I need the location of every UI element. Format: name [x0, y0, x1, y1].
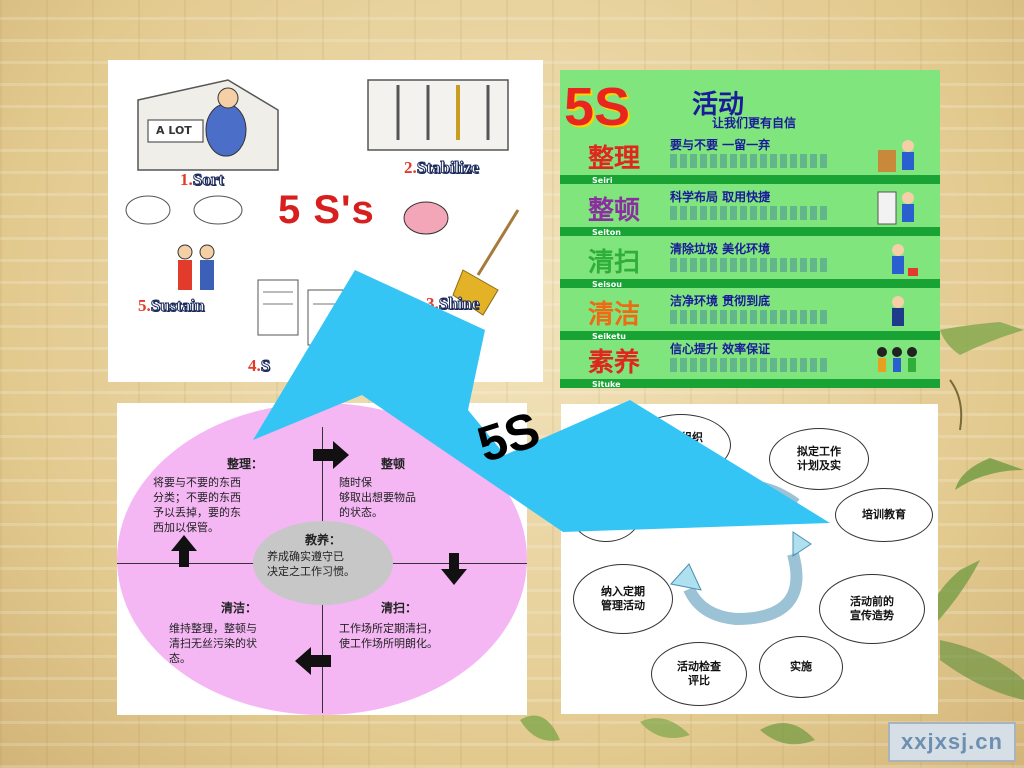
- sign-text: A LOT: [156, 124, 192, 137]
- label-4: 4.S: [248, 356, 271, 376]
- clean-text: 维持整理，整顿与清扫无丝污染的状 态。: [169, 622, 257, 665]
- arrow-left-icon: [295, 647, 331, 675]
- row-desc: 洁净环境 贯彻到底: [670, 294, 771, 308]
- row-name: 整顿: [588, 196, 641, 226]
- process-cycle-panel: 设立组织 机构并制 拟定工作 计划及实 培训教育 活动前的 宣传造势 实施 活动…: [561, 404, 938, 714]
- row-text-lines: [670, 206, 830, 220]
- orderly-text: 随时保够取出想要物品 的状态。: [339, 476, 416, 519]
- node-plan: 拟定工作 计划及实: [769, 428, 869, 490]
- row-seiketu: 清洁 洁净环境 贯彻到底 Seiketu: [560, 288, 940, 341]
- label-shine: 3.Shine: [426, 294, 480, 314]
- row-name: 清扫: [588, 248, 641, 278]
- row-bar: [560, 227, 940, 236]
- node-org: 设立组织 机构并制: [631, 414, 731, 476]
- row-romaji: Seiri: [592, 176, 613, 185]
- orderly-heading: 整顿: [381, 457, 406, 471]
- row-romaji: Seiton: [592, 228, 621, 237]
- row-bar: [560, 175, 940, 184]
- sweep-heading: 清扫：: [381, 601, 418, 615]
- node-routine: 纳入定期 管理活动: [573, 564, 673, 634]
- worker-illustration: [878, 140, 914, 172]
- green-panel-subtitle: 让我们更有自信: [712, 116, 797, 130]
- row-situke: 素养 信心提升 效率保证 Situke: [560, 336, 940, 388]
- worker-illustration: [892, 296, 904, 326]
- row-seisou: 清扫 清除垃圾 美化环境 Seisou: [560, 236, 940, 289]
- cycle-arrow-ring: [670, 480, 812, 626]
- center-oval: [253, 521, 393, 605]
- row-text-lines: [670, 310, 830, 324]
- green-5s-activity-panel: 5S 活动 让我们更有自信 整理 要与不要 一留一弃 Seiri 整顿 科学布局…: [560, 70, 940, 388]
- node-train: 培训教育: [835, 488, 933, 542]
- row-seiton: 整顿 科学布局 取用快捷 Seiton: [560, 184, 940, 237]
- label-stabilize: 2.Stabilize: [404, 158, 480, 178]
- green-panel-title: 活动: [692, 90, 745, 120]
- arrow-up-icon: [171, 535, 197, 567]
- node-left-partial: [571, 486, 641, 542]
- row-romaji: Situke: [592, 380, 621, 388]
- arrow-down-icon: [441, 553, 467, 585]
- node-check: 活动检查 评比: [651, 642, 747, 706]
- green-panel-logo: 5S: [564, 77, 631, 137]
- row-text-lines: [670, 358, 830, 372]
- row-desc: 清除垃圾 美化环境: [670, 242, 771, 256]
- node-promo: 活动前的 宣传造势: [819, 574, 925, 644]
- sweep-text: 工作场所定期清扫，使工作场所明朗化。: [339, 622, 438, 650]
- row-desc: 信心提升 效率保证: [670, 342, 771, 356]
- node-impl: 实施: [759, 636, 843, 698]
- center-text: 养成确实遵守已决定之工作习惯。: [267, 550, 355, 578]
- children-illustration: [877, 347, 917, 372]
- pink-ellipse-panel: 整理： 将要与不要的东西分类；不要的东西 予以丢掉，要的东西加以保管。 整顿 随…: [117, 403, 527, 715]
- clean-heading: 清洁：: [221, 601, 258, 615]
- row-seiri: 整理 要与不要 一留一弃 Seiri: [560, 132, 940, 185]
- center-heading: 教养：: [305, 533, 342, 547]
- row-name: 素养: [588, 348, 641, 378]
- label-sustain: 5.Sustain: [138, 296, 205, 316]
- cartoon-5s-panel: A LOT 5 S's 1.Sort 2.Stabilize 3.Shine 4…: [108, 60, 543, 382]
- worker-illustration: [892, 244, 918, 276]
- cartoon-title: 5 S's: [278, 188, 375, 232]
- sort-heading: 整理：: [227, 457, 264, 471]
- watermark-logo: xxjxsj.cn: [888, 722, 1016, 762]
- row-desc: 科学布局 取用快捷: [670, 190, 771, 204]
- worker-illustration: [877, 191, 914, 225]
- row-text-lines: [670, 258, 830, 272]
- row-text-lines: [670, 154, 830, 168]
- arrow-right-icon: [313, 441, 349, 469]
- row-desc: 要与不要 一留一弃: [670, 138, 771, 152]
- sort-text: 将要与不要的东西分类；不要的东西 予以丢掉，要的东西加以保管。: [153, 476, 241, 534]
- row-name: 整理: [588, 144, 641, 174]
- row-name: 清洁: [588, 300, 641, 330]
- label-sort: 1.Sort: [180, 170, 224, 190]
